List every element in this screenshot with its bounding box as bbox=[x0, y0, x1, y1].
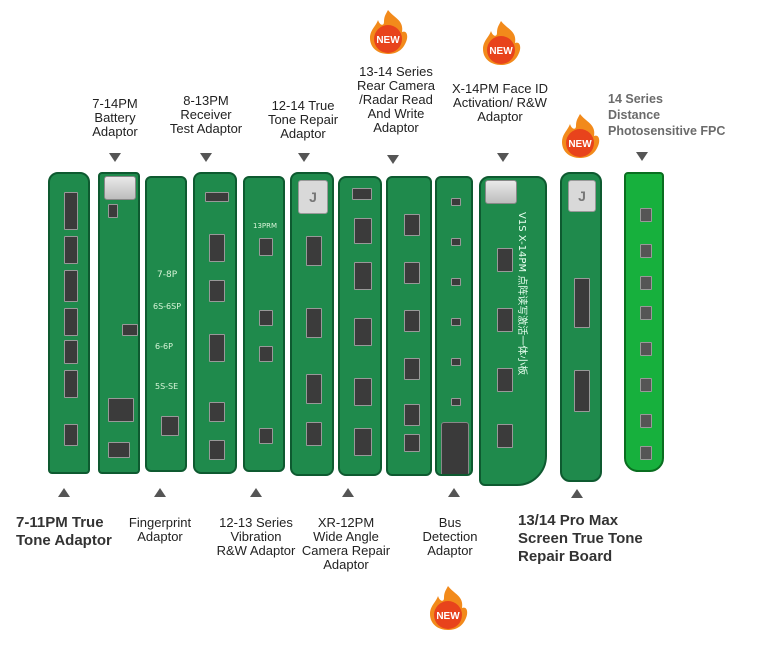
label-distance-fpc: 14 Series Distance Photosensitive FPC bbox=[608, 92, 726, 138]
svg-text:NEW: NEW bbox=[489, 46, 513, 57]
arrow-battery bbox=[109, 153, 121, 162]
label-bus-adaptor: Bus Detection Adaptor bbox=[422, 515, 478, 558]
board-true-tone-7-11 bbox=[48, 172, 90, 474]
label-receiver-test-adaptor: 8-13PM Receiver Test Adaptor bbox=[169, 93, 243, 136]
board-rear-camera-radar bbox=[386, 176, 432, 476]
label-vibration-adaptor: 12-13 Series Vibration R&W Adaptor bbox=[216, 515, 296, 558]
arrow-rearcam bbox=[387, 155, 399, 164]
board-wide-angle-camera bbox=[338, 176, 382, 476]
arrow-receiver bbox=[200, 153, 212, 162]
arrow-fingerprint bbox=[154, 488, 166, 497]
svg-text:NEW: NEW bbox=[568, 139, 592, 150]
board-receiver bbox=[193, 172, 237, 474]
new-badge-screen: NEW bbox=[562, 114, 600, 158]
arrow-screen bbox=[571, 489, 583, 498]
arrow-faceid bbox=[497, 153, 509, 162]
board-vibration: 13PRM bbox=[243, 176, 285, 472]
new-badge-faceid: NEW bbox=[483, 21, 521, 65]
new-badge-bus: NEW bbox=[430, 586, 468, 630]
board-screen-true-tone: J bbox=[560, 172, 602, 482]
board-distance-fpc bbox=[624, 172, 664, 472]
label-true-tone-12-14: 12-14 True Tone Repair Adaptor bbox=[267, 98, 339, 141]
arrow-vibration bbox=[250, 488, 262, 497]
label-faceid-adaptor: X-14PM Face ID Activation/ R&W Adaptor bbox=[451, 81, 549, 124]
label-battery-adaptor: 7-14PM Battery Adaptor bbox=[92, 96, 138, 139]
arrow-distance bbox=[636, 152, 648, 161]
arrow-truetone12 bbox=[298, 153, 310, 162]
arrow-bus bbox=[448, 488, 460, 497]
board-faceid: V1S X-14PM 点阵读写激活一体小板 bbox=[479, 176, 547, 486]
board-true-tone-12-14: J bbox=[290, 172, 334, 476]
label-screen-true-tone: 13/14 Pro Max Screen True Tone Repair Bo… bbox=[518, 512, 643, 565]
svg-text:NEW: NEW bbox=[436, 611, 460, 622]
label-fingerprint-adaptor: Fingerprint Adaptor bbox=[128, 515, 192, 544]
label-true-tone-7-11: 7-11PM True Tone Adaptor bbox=[16, 514, 112, 549]
label-wide-angle-adaptor: XR-12PM Wide Angle Camera Repair Adaptor bbox=[301, 515, 391, 572]
label-rear-camera-radar: 13-14 Series Rear Camera /Radar Read And… bbox=[356, 64, 436, 135]
svg-text:NEW: NEW bbox=[376, 35, 400, 46]
arrow-truetone711 bbox=[58, 488, 70, 497]
board-bus-detection bbox=[435, 176, 473, 476]
board-fingerprint: 7-8P 6S-6SP 6-6P 5S-SE bbox=[145, 176, 187, 472]
arrow-wideangle bbox=[342, 488, 354, 497]
board-battery-adaptor bbox=[98, 172, 140, 474]
new-badge-rearcam: NEW bbox=[370, 10, 408, 54]
